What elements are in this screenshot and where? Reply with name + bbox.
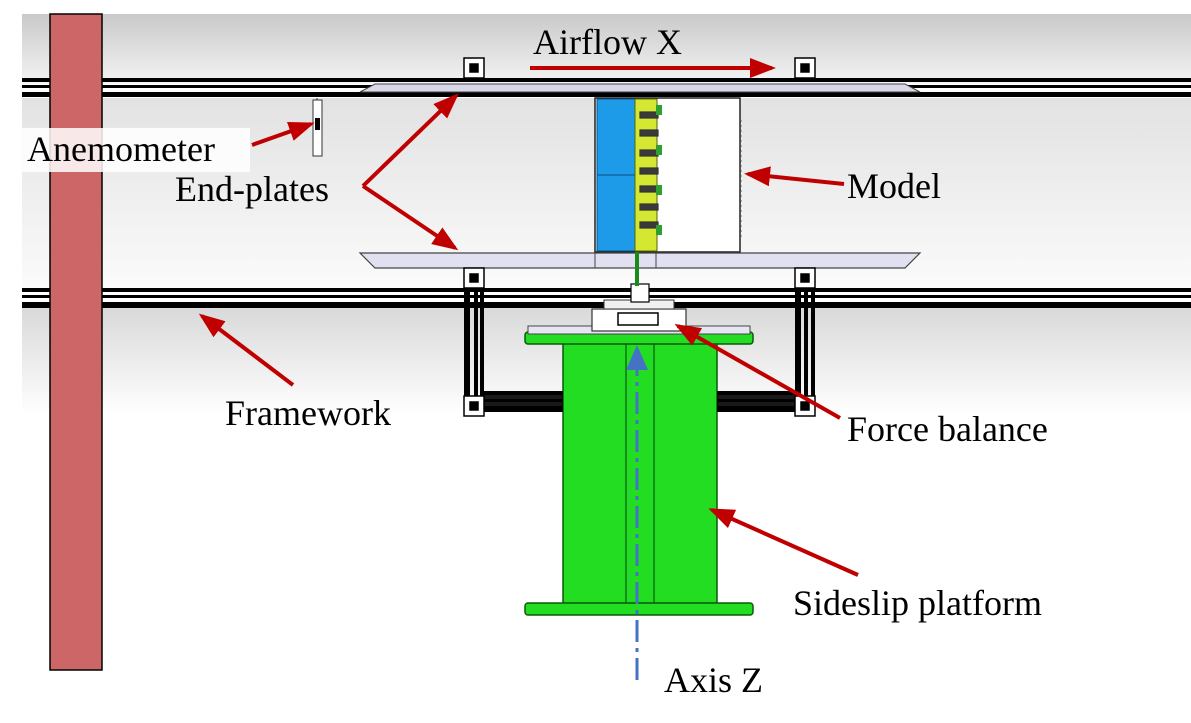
model — [594, 97, 742, 253]
platform-bottom-flange — [524, 602, 754, 616]
connector-low-left — [463, 395, 485, 417]
axis-z-arrowhead — [626, 345, 648, 370]
bottom-end-plate — [358, 252, 922, 269]
framework-label: Framework — [225, 393, 391, 433]
anemometer-label-background — [22, 128, 250, 172]
framework-arrow — [198, 313, 295, 387]
axis-z-label: Axis Z — [664, 660, 763, 700]
connector-mid-left — [463, 267, 485, 289]
axis-z — [626, 345, 648, 680]
force-balance — [527, 252, 751, 335]
pointer-arrows — [198, 58, 859, 577]
end-plate-arrow-bottom — [361, 184, 459, 251]
connector-top-left — [463, 57, 485, 79]
model-label: Model — [847, 166, 941, 206]
sideslip-platform-arrow — [708, 508, 859, 577]
model-yellow-section — [634, 98, 658, 252]
airflow-label: Airflow X — [533, 22, 682, 62]
connector-top-right — [794, 57, 816, 79]
force-balance-label: Force balance — [847, 409, 1048, 449]
anemometer-arrow — [251, 121, 315, 147]
top-end-plate — [359, 83, 921, 93]
support-column — [49, 13, 103, 671]
force-balance-arrow — [674, 324, 841, 420]
platform-body — [562, 339, 718, 606]
anemometer — [312, 98, 323, 157]
end-plates-label: End-plates — [175, 169, 329, 209]
labels: Airflow X Anemometer End-plates Model Fr… — [27, 22, 1048, 700]
sideslip-platform — [484, 331, 795, 616]
sideslip-platform-label: Sideslip platform — [793, 583, 1042, 623]
model-arrow — [744, 166, 845, 187]
background-top-band — [22, 14, 1191, 84]
connector-mid-right — [794, 267, 816, 289]
anemometer-label: Anemometer — [27, 129, 215, 169]
end-plate-arrow-top — [361, 93, 459, 188]
